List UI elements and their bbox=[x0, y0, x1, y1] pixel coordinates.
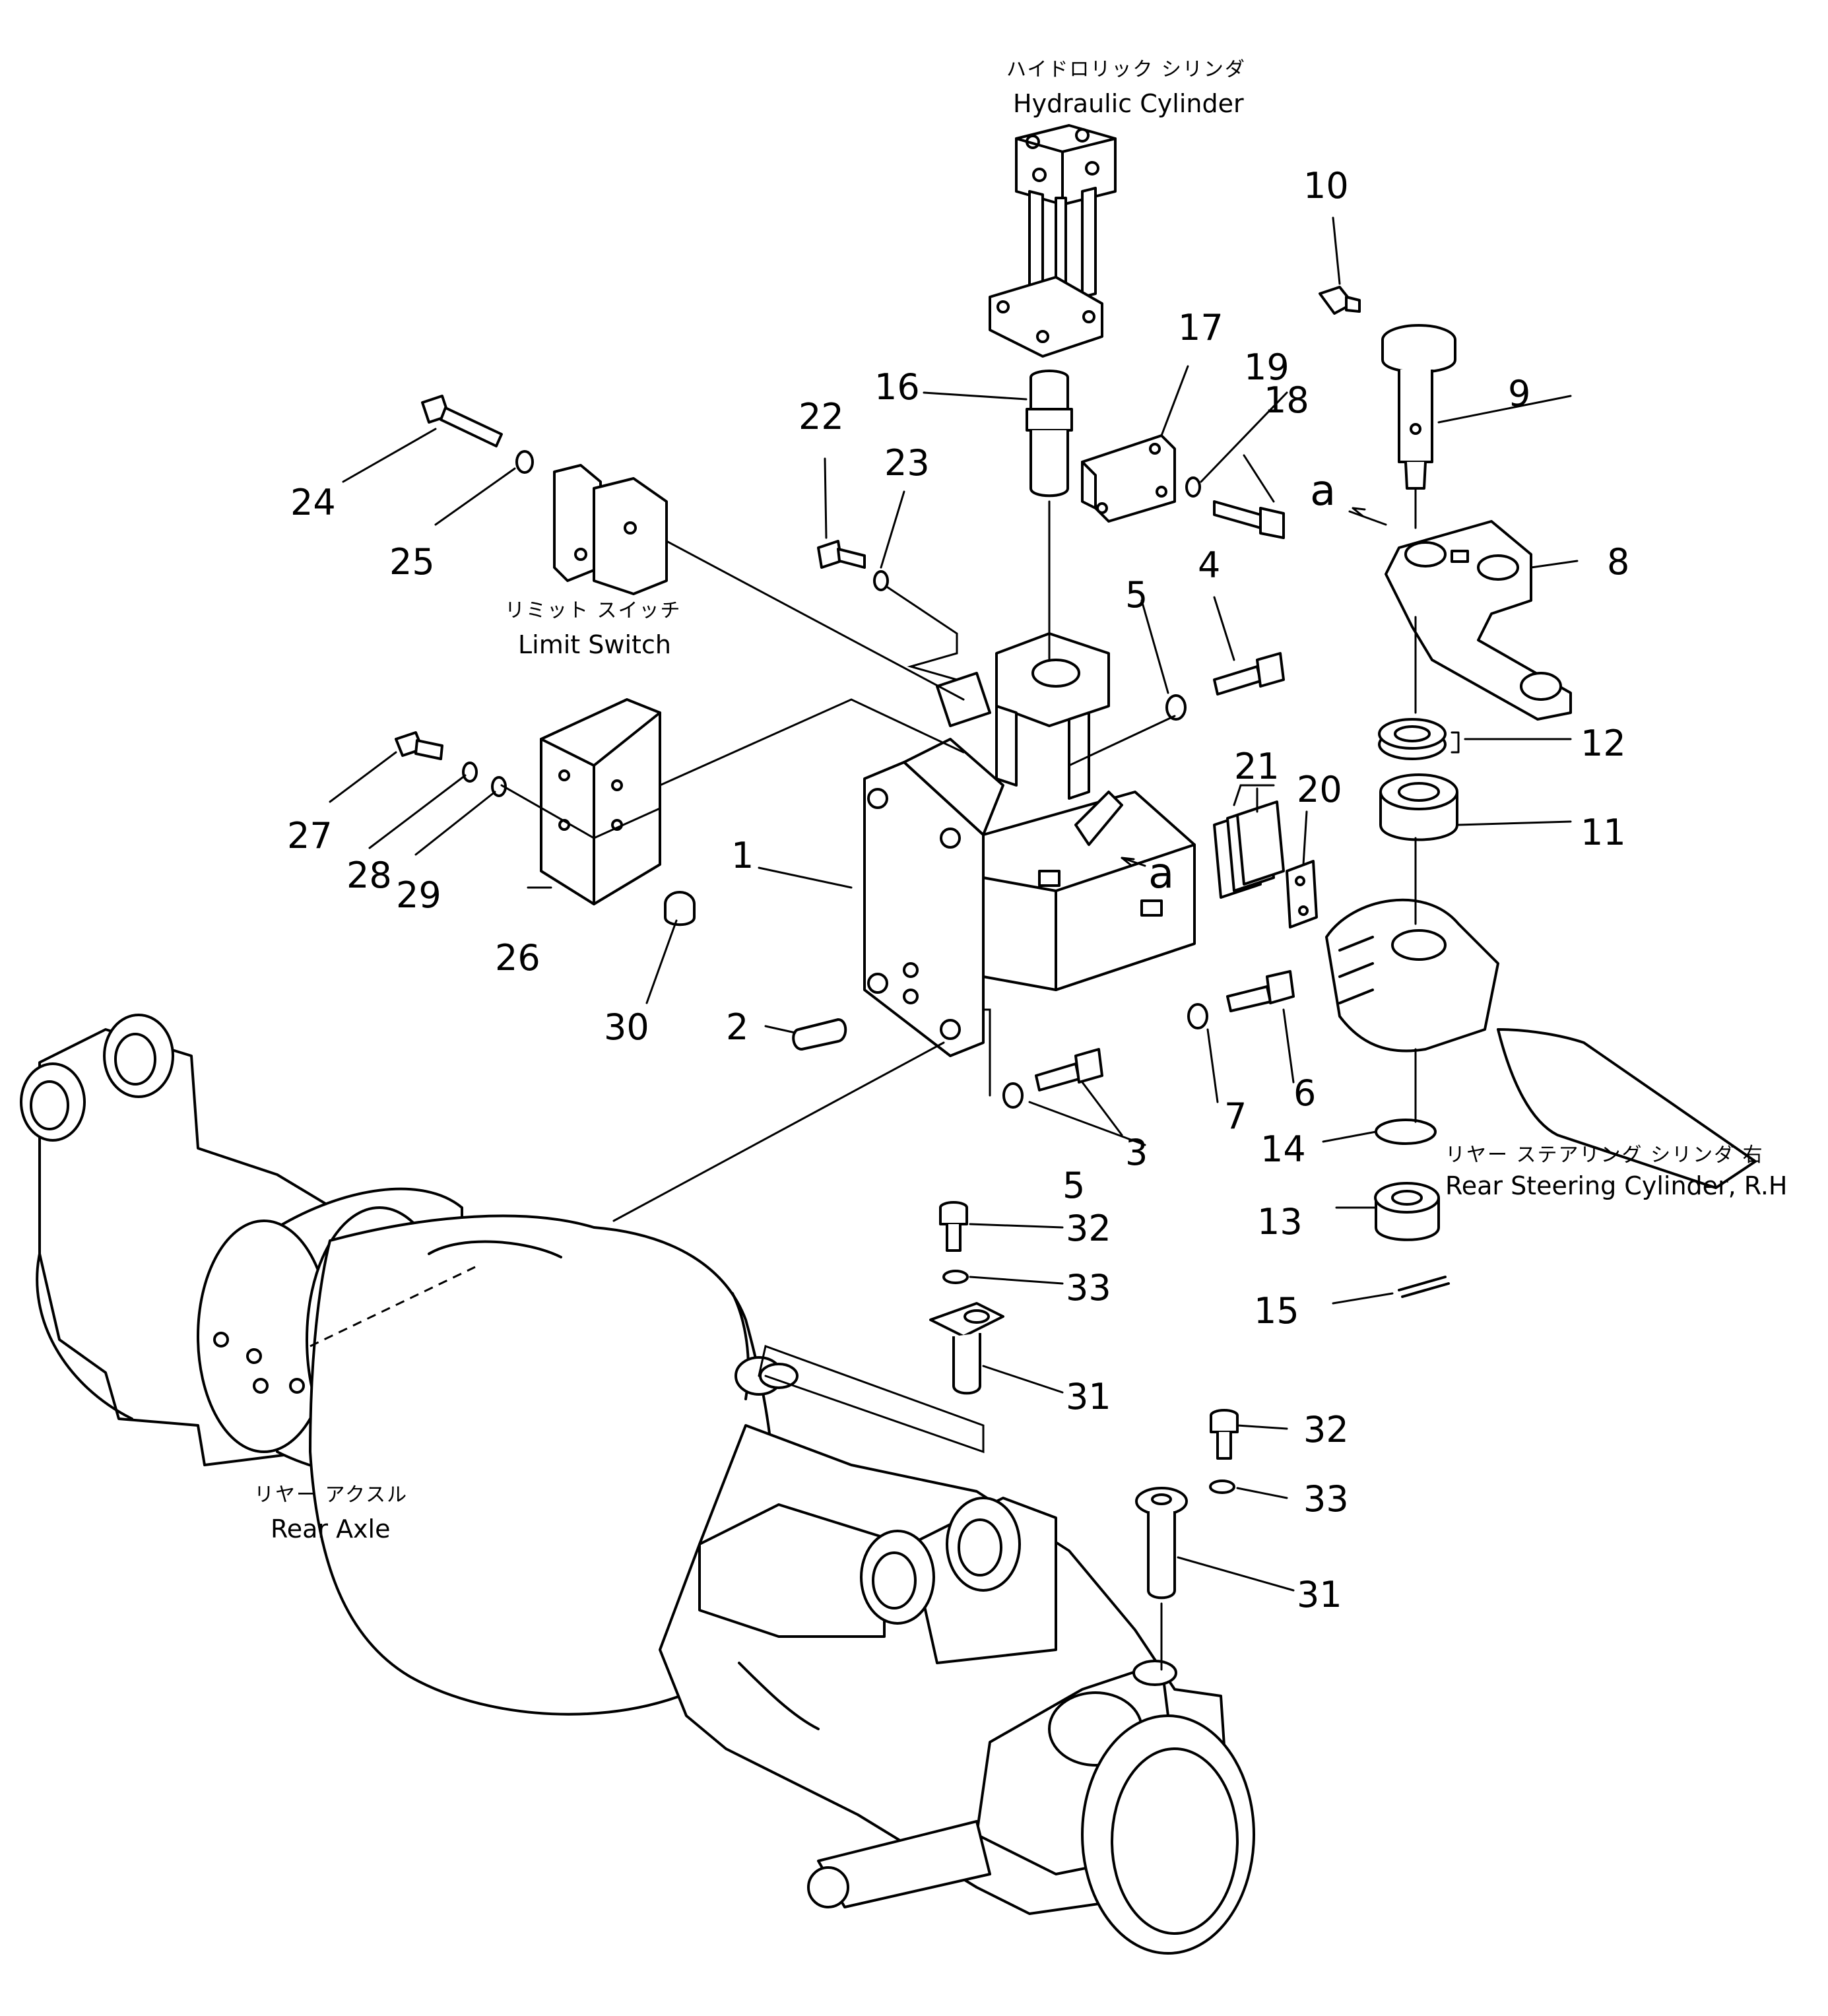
part-31-pin-lower bbox=[1135, 1487, 1188, 1600]
captions: ハイドロリック シリンダ Hydraulic Cylinder リミット スイッ… bbox=[254, 58, 1788, 1544]
part-24-bolt bbox=[421, 395, 503, 447]
part-4-bolt bbox=[1213, 652, 1285, 696]
callout-30: 30 bbox=[604, 1006, 649, 1048]
part-5-washer-upper bbox=[1165, 694, 1187, 721]
rear-steering-cylinder-drawing bbox=[1325, 898, 1757, 1189]
part-25-washer bbox=[515, 450, 534, 474]
callout-11: 11 bbox=[1581, 812, 1626, 853]
part-9-pin bbox=[1381, 324, 1456, 490]
callout-leaders bbox=[329, 216, 1579, 1592]
callout-33: 33 bbox=[1303, 1478, 1349, 1520]
part-33-washer-lower bbox=[1209, 1479, 1235, 1494]
part-5-washer-lower bbox=[1002, 1082, 1024, 1109]
callout-31: 31 bbox=[1297, 1574, 1342, 1615]
callout-3: 3 bbox=[1125, 1132, 1148, 1173]
callout-4: 4 bbox=[1198, 544, 1220, 586]
part-23-washer bbox=[873, 570, 889, 591]
view-marker-label: a bbox=[1148, 849, 1174, 898]
callout-20: 20 bbox=[1297, 769, 1342, 810]
part-30-nut bbox=[664, 891, 696, 927]
part-12-shims bbox=[1378, 718, 1447, 760]
hydraulic-cylinder-drawing bbox=[989, 124, 1117, 358]
callout-1: 1 bbox=[731, 835, 754, 876]
part-28-washer bbox=[462, 762, 478, 783]
part-19-washer bbox=[1185, 476, 1201, 498]
callout-23: 23 bbox=[884, 442, 930, 484]
main-bracket-part-1 bbox=[863, 632, 1196, 1057]
part-22-bolt bbox=[817, 540, 866, 569]
part-6-bolt bbox=[1226, 970, 1295, 1012]
part-26-block bbox=[540, 698, 661, 905]
part-2-pin bbox=[792, 1018, 847, 1051]
callout-numbers: 1 2 3 4 5 5 6 7 8 9 10 11 12 13 14 15 16… bbox=[287, 165, 1629, 1615]
callout-12: 12 bbox=[1581, 723, 1626, 764]
part-3-bolt bbox=[1035, 1048, 1103, 1091]
part-13-nut bbox=[1374, 1182, 1440, 1241]
assembly-lines bbox=[310, 487, 1460, 1671]
callout-8: 8 bbox=[1607, 541, 1629, 583]
callout-33: 33 bbox=[1066, 1267, 1111, 1309]
part-7-washer bbox=[1187, 1003, 1208, 1029]
rear-steering-cylinder-caption-jp: リヤー ステアリング シリンダ 右 bbox=[1445, 1144, 1764, 1167]
part-18-bolt bbox=[1213, 500, 1285, 539]
part-33-washer-upper bbox=[942, 1270, 969, 1284]
callout-5: 5 bbox=[1062, 1165, 1085, 1206]
rear-axle-caption-jp: リヤー アクスル bbox=[254, 1483, 408, 1507]
limit-switch-drawing bbox=[553, 464, 668, 595]
hydraulic-cylinder-caption: Hydraulic Cylinder bbox=[1013, 89, 1244, 118]
callout-26: 26 bbox=[495, 937, 540, 979]
part-31-pin-upper bbox=[929, 1302, 1004, 1395]
callout-5: 5 bbox=[1125, 574, 1148, 616]
part-20-plate bbox=[1286, 860, 1318, 928]
rear-steering-cylinder-caption: Rear Steering Cylinder, R.H bbox=[1445, 1171, 1788, 1200]
callout-18: 18 bbox=[1264, 379, 1309, 421]
callout-28: 28 bbox=[346, 855, 392, 896]
callout-25: 25 bbox=[389, 541, 435, 583]
part-8-lever bbox=[1385, 520, 1572, 721]
callout-19: 19 bbox=[1244, 346, 1289, 388]
callout-32: 32 bbox=[1066, 1208, 1111, 1249]
part-32-bolt-lower bbox=[1210, 1409, 1239, 1460]
callout-13: 13 bbox=[1257, 1201, 1303, 1243]
part-15-cotter-pin bbox=[1398, 1276, 1450, 1298]
callout-21: 21 bbox=[1234, 746, 1280, 787]
callout-17: 17 bbox=[1178, 307, 1224, 348]
callout-16: 16 bbox=[874, 366, 920, 408]
rear-axle-drawing bbox=[20, 1014, 1255, 1955]
callout-9: 9 bbox=[1508, 373, 1530, 414]
part-21-shims bbox=[1213, 800, 1285, 899]
hydraulic-cylinder-caption-jp: ハイドロリック シリンダ bbox=[1006, 58, 1246, 81]
callout-15: 15 bbox=[1254, 1290, 1299, 1332]
callout-22: 22 bbox=[799, 396, 844, 438]
view-marker-label: a bbox=[1310, 467, 1336, 515]
callout-6: 6 bbox=[1293, 1072, 1316, 1114]
limit-switch-caption-jp: リミット スイッチ bbox=[505, 599, 682, 622]
callout-14: 14 bbox=[1260, 1128, 1306, 1170]
part-11-bushing bbox=[1379, 773, 1458, 841]
part-14-washer bbox=[1375, 1119, 1437, 1145]
callout-10: 10 bbox=[1303, 165, 1349, 207]
limit-switch-caption: Limit Switch bbox=[518, 630, 671, 659]
callout-29: 29 bbox=[396, 874, 441, 916]
part-17-plate bbox=[1081, 434, 1176, 523]
part-16-sleeve bbox=[1026, 370, 1073, 498]
rear-axle-caption: Rear Axle bbox=[271, 1514, 390, 1544]
callout-31: 31 bbox=[1066, 1376, 1111, 1417]
callout-27: 27 bbox=[287, 815, 333, 857]
callout-7: 7 bbox=[1224, 1095, 1247, 1137]
part-27-bolt bbox=[395, 731, 443, 760]
part-10-fitting bbox=[1319, 286, 1361, 315]
part-32-bolt-upper bbox=[939, 1201, 968, 1252]
callout-32: 32 bbox=[1303, 1409, 1349, 1450]
callout-2: 2 bbox=[726, 1006, 748, 1048]
callout-24: 24 bbox=[290, 482, 336, 523]
